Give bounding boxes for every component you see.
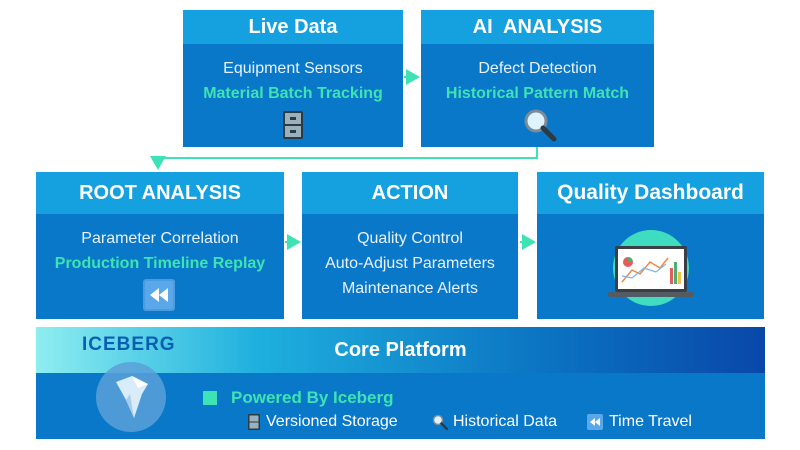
root-analysis-line-2: Production Timeline Replay — [54, 255, 266, 272]
live-data-line-2: Material Batch Tracking — [203, 85, 383, 102]
feature-time-travel: Time Travel — [587, 413, 692, 431]
rewind-icon — [587, 414, 603, 430]
action-line-1: Quality Control — [357, 230, 463, 247]
core-platform-panel: Core Platform ICEBERG Powered By Iceberg… — [36, 327, 765, 439]
laptop-dashboard-icon — [608, 230, 694, 306]
powered-by-label: Powered By Iceberg — [231, 388, 394, 407]
action-line-3: Maintenance Alerts — [341, 280, 479, 297]
ai-analysis-title: AI ANALYSIS — [421, 10, 654, 44]
feature-historical-data: Historical Data — [432, 413, 557, 431]
iceberg-logo-icon — [96, 362, 166, 432]
feature-label: Historical Data — [453, 413, 558, 430]
live-data-box: Live Data Equipment Sensors Material Bat… — [183, 10, 403, 147]
file-cabinet-icon — [283, 111, 303, 139]
ai-analysis-box: AI ANALYSIS Defect Detection Historical … — [421, 10, 654, 147]
live-data-line-1: Equipment Sensors — [223, 60, 363, 77]
feature-label: Versioned Storage — [266, 413, 398, 430]
core-platform-title: Core Platform — [334, 338, 467, 361]
action-title: ACTION — [302, 172, 518, 214]
root-analysis-line-1: Parameter Correlation — [81, 230, 239, 247]
rewind-icon — [143, 279, 175, 311]
live-data-title: Live Data — [183, 10, 403, 44]
magnifier-icon — [432, 414, 448, 430]
quality-dashboard-title: Quality Dashboard — [537, 172, 764, 214]
powered-by-row: Powered By Iceberg — [203, 388, 394, 408]
magnifier-icon — [524, 109, 557, 142]
ai-analysis-line-2: Historical Pattern Match — [445, 85, 630, 102]
feature-versioned-storage: Versioned Storage — [248, 413, 398, 431]
quality-dashboard-box: Quality Dashboard — [537, 172, 764, 319]
root-analysis-title: ROOT ANALYSIS — [36, 172, 284, 214]
arrow-ai-to-root — [150, 147, 538, 170]
root-analysis-box: ROOT ANALYSIS Parameter Correlation Prod… — [36, 172, 284, 319]
iceberg-brand: ICEBERG — [82, 334, 176, 355]
file-cabinet-icon — [248, 414, 260, 430]
bullet-square-icon — [203, 391, 217, 405]
action-line-2: Auto-Adjust Parameters — [325, 255, 495, 272]
action-box: ACTION Quality Control Auto-Adjust Param… — [302, 172, 518, 319]
core-platform-header — [36, 327, 765, 373]
feature-label: Time Travel — [609, 413, 692, 430]
ai-analysis-line-1: Defect Detection — [478, 60, 597, 77]
